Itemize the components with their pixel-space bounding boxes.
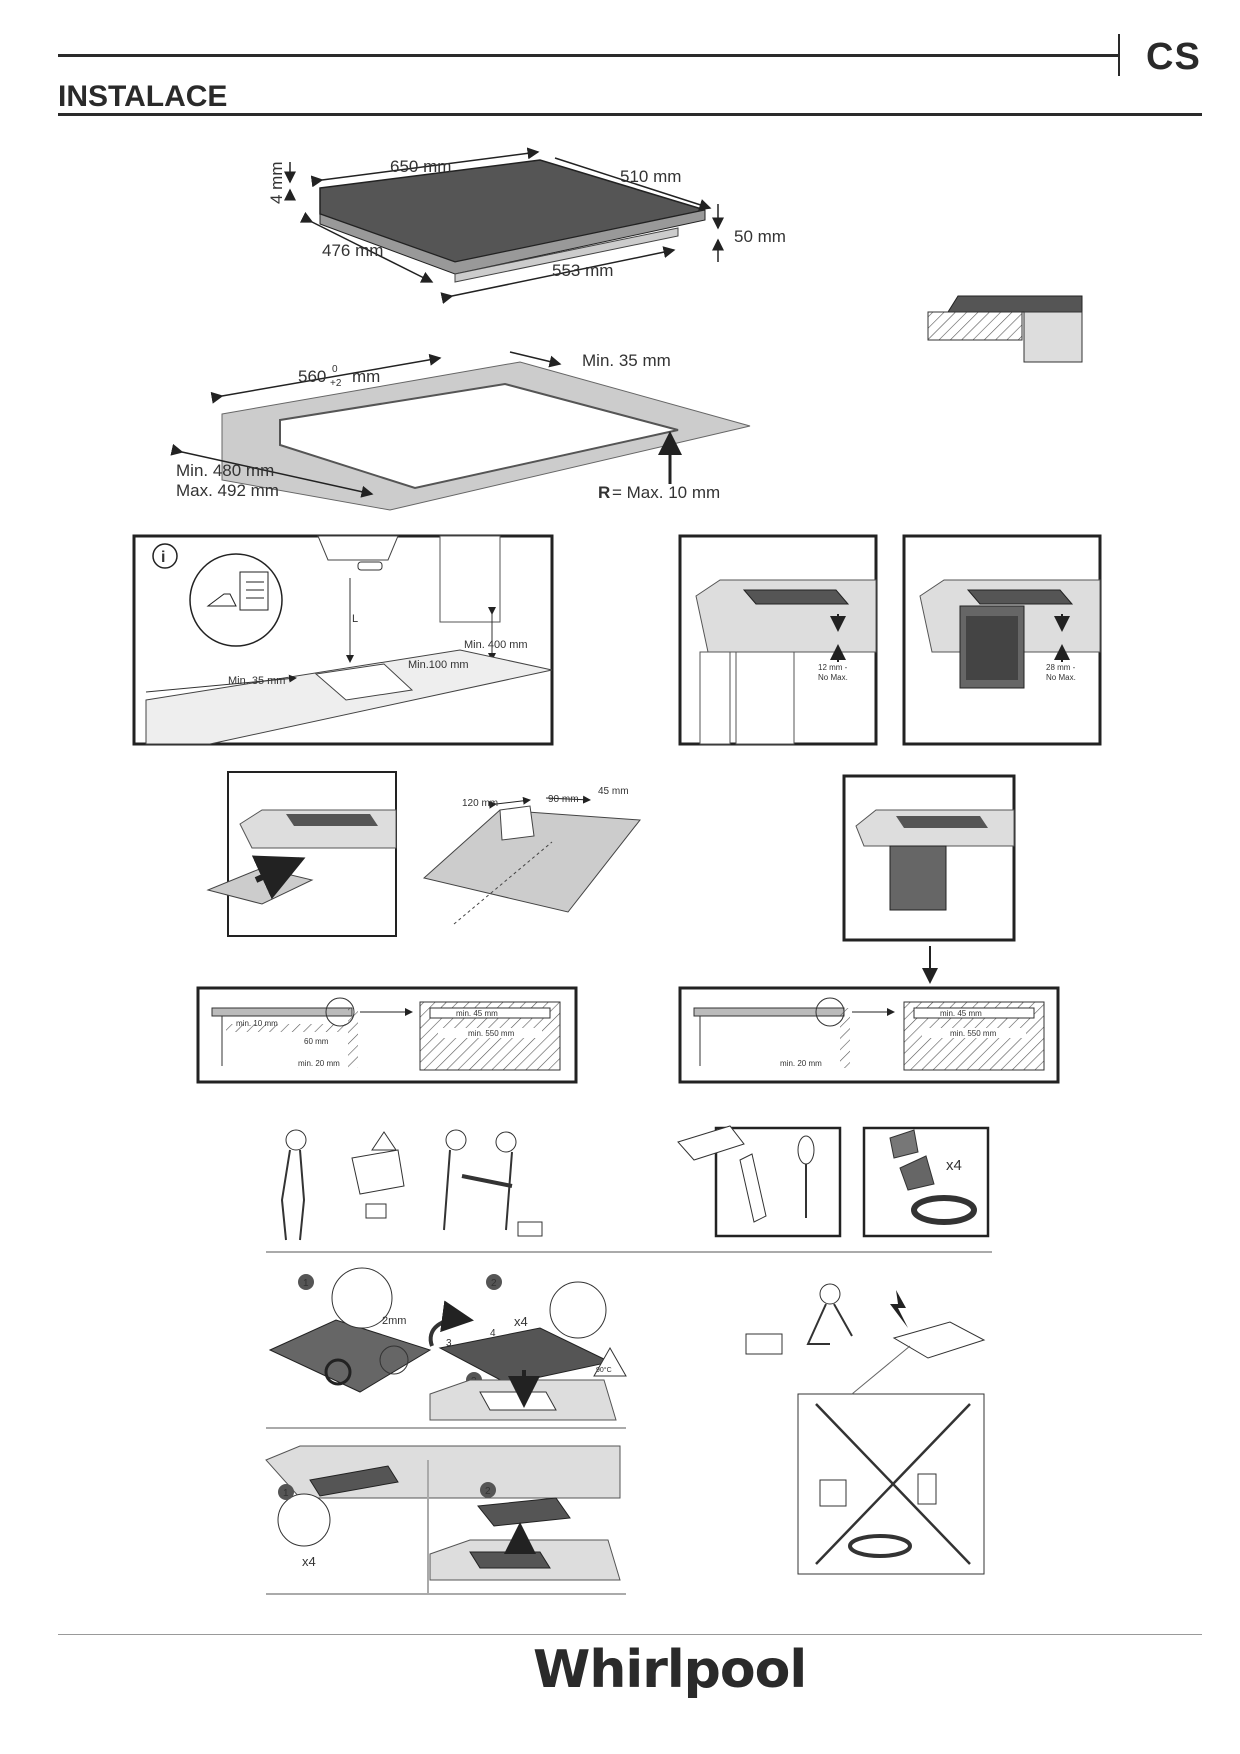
vent-min10: min. 10 mm	[236, 1019, 278, 1028]
cutout-tol-top: 0	[332, 364, 338, 375]
side-4: 4	[490, 1328, 496, 1339]
side-3: 3	[446, 1338, 452, 1349]
sealing-mounting-figure: 1 2mm 2 x4 3 4 3 90°C	[266, 1267, 627, 1429]
hob-dimensions-figure: 650 mm 510 mm 476 mm 553 mm 50 mm 4 mm	[267, 147, 786, 305]
cutout-depth-max: Max. 492 mm	[176, 481, 279, 500]
vent-min550a: min. 550 mm	[468, 1029, 515, 1038]
dim-height: 50 mm	[734, 227, 786, 246]
removal-step1-badge	[278, 1484, 294, 1500]
dim-width: 650 mm	[390, 157, 451, 176]
electric-toolbox	[745, 1333, 783, 1355]
svg-text:2: 2	[485, 1486, 491, 1497]
removal-x4: x4	[302, 1554, 316, 1569]
svg-text:2: 2	[491, 1278, 497, 1289]
vent-min20a: min. 20 mm	[298, 1059, 340, 1068]
tape-roll-icon	[911, 1195, 977, 1225]
vent-min45a: min. 45 mm	[456, 1009, 498, 1018]
parts-x4: x4	[946, 1157, 962, 1174]
dim-thickness: 4 mm	[267, 162, 286, 205]
hood-min35: Min. 35 mm	[228, 675, 285, 687]
cutout-figure: 560 0 +2 mm Min. 35 mm Min. 480 mm Max. …	[170, 351, 751, 511]
gap-2mm: 2mm	[382, 1315, 406, 1327]
hood-distance-figure: i L Min. 400 mm Min.100 mm Min. 35 mm	[132, 534, 554, 746]
socket-icon	[819, 1479, 847, 1507]
gap1-line1: 12 mm -	[818, 663, 848, 672]
gap1-line2: No Max.	[818, 673, 848, 682]
hood-min100: Min.100 mm	[408, 659, 469, 671]
hob-icon	[892, 1321, 986, 1359]
safety-tools-figure: x4	[266, 1125, 992, 1253]
lightning-icon	[890, 1290, 908, 1328]
cut-120: 120 mm	[462, 798, 498, 809]
footer-rule	[58, 1634, 1202, 1635]
removal-step2-badge	[480, 1482, 496, 1498]
header-rule	[58, 54, 1120, 57]
step1-badge	[298, 1274, 314, 1290]
label-l: L	[352, 613, 358, 625]
toolbox-icon	[517, 1221, 543, 1237]
cutout-depth-min: Min. 480 mm	[176, 461, 274, 480]
removal-figure: 1 x4 2	[265, 1445, 626, 1595]
screwdriver-icon	[797, 1135, 815, 1165]
heat-temp: 90°C	[596, 1366, 612, 1374]
gap2-line2: No Max.	[1046, 673, 1076, 682]
svg-text:1: 1	[283, 1488, 289, 1499]
dim-depth: 510 mm	[620, 167, 681, 186]
dim-inner-width: 553 mm	[552, 261, 613, 280]
person-head	[285, 1129, 307, 1151]
step2-badge	[486, 1274, 502, 1290]
electrical-figure	[745, 1283, 986, 1575]
extension-cable-icon	[848, 1534, 912, 1558]
gasket-detail	[331, 1267, 393, 1329]
flush-mount-detail	[927, 295, 1083, 363]
title-rule	[58, 113, 1202, 116]
cut-90: 90 mm	[548, 794, 579, 805]
vent-min45b: min. 45 mm	[940, 1009, 982, 1018]
language-code: CS	[1146, 36, 1201, 78]
vent-60: 60 mm	[304, 1037, 329, 1046]
brand-logo: Whirlpool	[533, 1640, 807, 1700]
hood-min400: Min. 400 mm	[464, 639, 528, 651]
svg-text:1: 1	[303, 1278, 309, 1289]
vent-min20b: min. 20 mm	[780, 1059, 822, 1068]
gap2-line1: 28 mm -	[1046, 663, 1076, 672]
info-icon	[152, 543, 178, 569]
cutout-width-unit: mm	[352, 367, 380, 386]
cutout-min-edge: Min. 35 mm	[582, 351, 671, 370]
dim-inner-depth: 476 mm	[322, 241, 383, 260]
radius-text: = Max. 10 mm	[612, 483, 720, 502]
switch-icon	[917, 1473, 937, 1505]
radius-letter: R	[598, 483, 610, 502]
page-title: INSTALACE	[58, 80, 228, 113]
header-separator	[1118, 34, 1120, 76]
toolbox-open	[677, 1125, 745, 1161]
cut-45: 45 mm	[598, 786, 629, 797]
gasket-pack-icon	[889, 1129, 919, 1159]
mount-x4: x4	[514, 1314, 528, 1329]
warning-manual	[351, 1149, 405, 1195]
cabinet-gap-figures: 12 mm - No Max. 28 mm - No Max.	[678, 534, 1102, 746]
vent-min550b: min. 550 mm	[950, 1029, 997, 1038]
svg-text:i: i	[161, 549, 165, 566]
warning-icon	[371, 1131, 397, 1151]
clip-detail	[549, 1281, 607, 1339]
removal-detail	[277, 1493, 331, 1547]
glove-icon	[739, 1153, 767, 1223]
clip-icon	[899, 1155, 935, 1191]
heat-warning-icon	[593, 1346, 627, 1377]
ventilation-figures: min. 10 mm 60 mm min. 20 mm min. 45 mm m…	[196, 986, 1060, 1084]
cutout-tol-bottom: +2	[330, 378, 342, 389]
book-icon	[365, 1203, 387, 1219]
cutout-width: 560	[298, 367, 326, 386]
cabinet-cut-figures: 120 mm 90 mm 45 mm	[206, 771, 1016, 984]
